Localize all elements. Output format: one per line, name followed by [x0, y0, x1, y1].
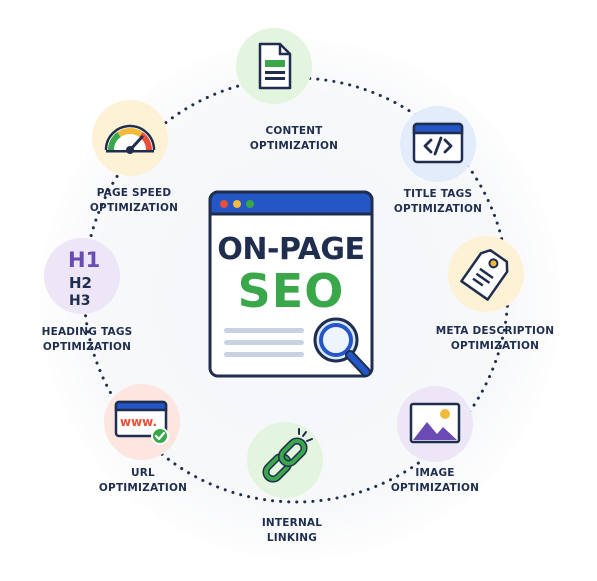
label-line: CONTENT	[265, 125, 323, 137]
price-tag-icon	[460, 248, 509, 301]
www-browser-icon	[114, 400, 169, 445]
label-line: OPTIMIZATION	[390, 482, 480, 494]
label-line: PAGE SPEED	[96, 187, 172, 199]
label-line: LINKING	[266, 532, 318, 544]
content-optimization-label: CONTENT OPTIMIZATION	[209, 124, 379, 154]
label-line: IMAGE	[415, 467, 455, 479]
meta-description-icon-circle	[448, 236, 524, 312]
label-line: OPTIMIZATION	[42, 341, 132, 353]
center-title-line2: SEO	[237, 264, 345, 318]
page-speed-icon-circle	[92, 100, 168, 176]
label-line: OPTIMIZATION	[89, 202, 179, 214]
center-title-line1: ON-PAGE	[217, 232, 365, 267]
center-browser-illustration: ON-PAGE SEO	[208, 190, 374, 378]
chain-link-icon	[262, 428, 313, 483]
url-icon-circle: www.	[104, 384, 180, 460]
page-speed-optimization-label: PAGE SPEED OPTIMIZATION	[49, 186, 219, 216]
internal-linking-label: INTERNAL LINKING	[207, 516, 377, 546]
label-line: OPTIMIZATION	[393, 203, 483, 215]
label-line: INTERNAL	[261, 517, 323, 529]
code-window-icon	[412, 122, 464, 164]
heading-tags-icon-circle: H1 H2 H3	[44, 238, 120, 314]
www-text: www.	[120, 415, 158, 429]
document-icon	[258, 42, 292, 90]
label-line: OPTIMIZATION	[98, 482, 188, 494]
h3-text: H3	[69, 293, 91, 309]
heading-tags-optimization-label: HEADING TAGS OPTIMIZATION	[2, 325, 172, 355]
image-icon	[409, 402, 461, 444]
title-tags-optimization-label: TITLE TAGS OPTIMIZATION	[353, 187, 523, 217]
h2-text: H2	[69, 274, 92, 292]
meta-description-optimization-label: META DESCRIPTION OPTIMIZATION	[410, 324, 580, 354]
browser-window-icon	[208, 190, 374, 378]
speedometer-icon	[104, 124, 156, 154]
label-line: OPTIMIZATION	[249, 140, 339, 152]
content-icon-circle	[236, 28, 312, 104]
h1-text: H1	[68, 248, 101, 272]
label-line: TITLE TAGS	[403, 188, 473, 200]
internal-linking-icon-circle	[247, 422, 323, 498]
label-line: OPTIMIZATION	[450, 340, 540, 352]
url-optimization-label: URL OPTIMIZATION	[58, 466, 228, 496]
label-line: HEADING TAGS	[41, 326, 133, 338]
image-icon-circle	[397, 386, 473, 462]
label-line: URL	[131, 467, 155, 479]
label-line: META DESCRIPTION	[435, 325, 555, 337]
title-tags-icon-circle	[400, 106, 476, 182]
image-optimization-label: IMAGE OPTIMIZATION	[350, 466, 520, 496]
